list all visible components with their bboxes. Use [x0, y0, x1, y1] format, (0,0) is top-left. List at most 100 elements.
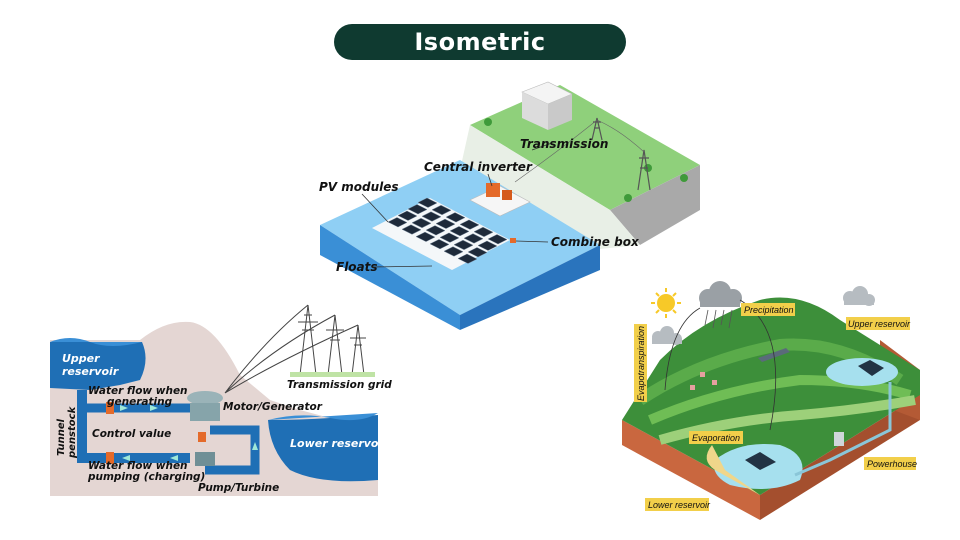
pv-panel	[407, 204, 428, 215]
pylon-icon	[637, 149, 651, 191]
lower-reservoir-water	[268, 415, 378, 482]
tree-icon	[624, 194, 632, 202]
block-left-side	[622, 420, 760, 520]
hill-band-2	[648, 374, 912, 425]
sun-rays	[651, 288, 681, 318]
pv-panel	[425, 225, 446, 236]
pv-panel	[477, 240, 498, 251]
label-water-flow-gen-l1: Water flow when	[88, 385, 188, 397]
grass-strip	[290, 372, 375, 377]
upper-reservoir-water	[826, 358, 898, 386]
lower-reservoir-shore	[706, 445, 760, 495]
power-line	[514, 119, 645, 183]
control-valve-icon	[106, 402, 114, 414]
pv-panel	[459, 219, 480, 230]
pv-panel	[473, 226, 494, 237]
tree-icon	[484, 118, 492, 126]
label-powerhouse: Powerhouse	[867, 459, 917, 469]
pv-panel	[445, 212, 466, 223]
tag-precipitation-bg	[741, 303, 795, 316]
tag-lower-reservoir-bg	[645, 498, 709, 511]
pv-panel	[415, 231, 436, 242]
house-icon	[712, 380, 717, 385]
combine-box-icon	[510, 238, 516, 243]
hill-band-3	[658, 395, 916, 445]
label-evapotranspiration: Evapotranspiration	[636, 326, 646, 401]
label-upper-reservoir-l1: Upper	[62, 352, 100, 365]
flow-arrow-icon	[170, 455, 178, 461]
flow-arrow-icon	[150, 405, 158, 411]
label-precipitation: Precipitation	[744, 305, 794, 315]
block-right-side	[760, 395, 920, 520]
label-motor-generator: Motor/Generator	[223, 401, 323, 413]
sun-icon	[657, 294, 675, 312]
label-central-inverter: Central inverter	[424, 160, 533, 174]
cloud-icon	[699, 281, 742, 307]
control-valve-icon	[198, 432, 206, 442]
water-left-side	[320, 225, 460, 330]
tag-powerhouse-bg	[864, 457, 916, 470]
pv-panel	[467, 247, 488, 258]
tree-icon	[680, 174, 688, 182]
page-title: Isometric	[334, 24, 626, 60]
motor-generator-body	[190, 403, 220, 421]
house-icon	[700, 372, 705, 377]
pv-panel	[487, 234, 508, 245]
tag-upper-reservoir-bg	[846, 317, 910, 330]
water-right-side	[460, 245, 600, 330]
pylon-icon	[350, 324, 366, 376]
pv-panel	[421, 211, 442, 222]
house-icon	[690, 385, 695, 390]
pv-panel	[417, 197, 438, 208]
pv-panel	[453, 239, 474, 250]
pv-panel	[463, 233, 484, 244]
label-evaporation: Evaporation	[692, 433, 740, 443]
upper-reservoir-water	[50, 342, 146, 390]
pylon-icon	[326, 314, 344, 376]
building-icon-side	[522, 92, 548, 130]
lower-reservoir-surface	[268, 413, 378, 421]
cloud-icon	[652, 326, 682, 345]
label-transmission: Transmission	[520, 137, 608, 151]
penstock-pipe	[794, 382, 892, 477]
pv-panel	[397, 210, 418, 221]
pv-panel	[431, 205, 452, 216]
shore	[460, 125, 640, 250]
pv-panel	[387, 217, 408, 228]
pump-turbine-icon	[195, 452, 215, 466]
control-valve-icon	[106, 452, 114, 464]
pv-panel	[429, 239, 450, 250]
flow-arrow-icon	[252, 442, 258, 450]
motor-generator-icon	[187, 391, 223, 405]
label-lower-reservoir-landscape: Lower reservoir	[648, 500, 711, 510]
upper-reservoir-water-surface	[50, 338, 142, 346]
building-icon-side2	[548, 94, 572, 130]
label-floats: Floats	[336, 260, 378, 274]
label-upper-reservoir-l2: reservoir	[62, 365, 119, 378]
pv-panel	[401, 224, 422, 235]
label-lower-reservoir: Lower reservoir	[290, 437, 388, 450]
pumped-hydro-diagram: Upper reservoir Water flow when generati…	[50, 304, 392, 496]
label-upper-reservoir: Upper reservoir	[848, 319, 911, 329]
power-lines	[224, 304, 359, 394]
pylon-icon	[298, 304, 318, 376]
cycle-arrow	[664, 307, 701, 391]
flow-arrow-icon	[120, 405, 128, 411]
central-inverter-icon	[486, 183, 500, 197]
transmission-grid-pylons	[224, 304, 366, 394]
upper-reservoir-panel	[858, 360, 884, 376]
label-water-flow-pump-l2: pumping (charging)	[87, 471, 205, 483]
flow-arrow-icon	[122, 455, 130, 461]
pv-panel	[439, 232, 460, 243]
tag-evapotranspiration-bg	[634, 324, 647, 402]
pv-panel	[449, 226, 470, 237]
lower-reservoir-panel	[745, 452, 776, 470]
label-control-value: Control value	[92, 428, 171, 440]
land-side	[610, 165, 700, 245]
pv-panel	[457, 253, 478, 264]
label-pv-modules: PV modules	[319, 180, 399, 194]
pv-panel	[443, 246, 464, 257]
label-water-flow-gen-l2: generating	[107, 396, 173, 408]
label-tunnel-l2: penstock	[67, 405, 78, 459]
